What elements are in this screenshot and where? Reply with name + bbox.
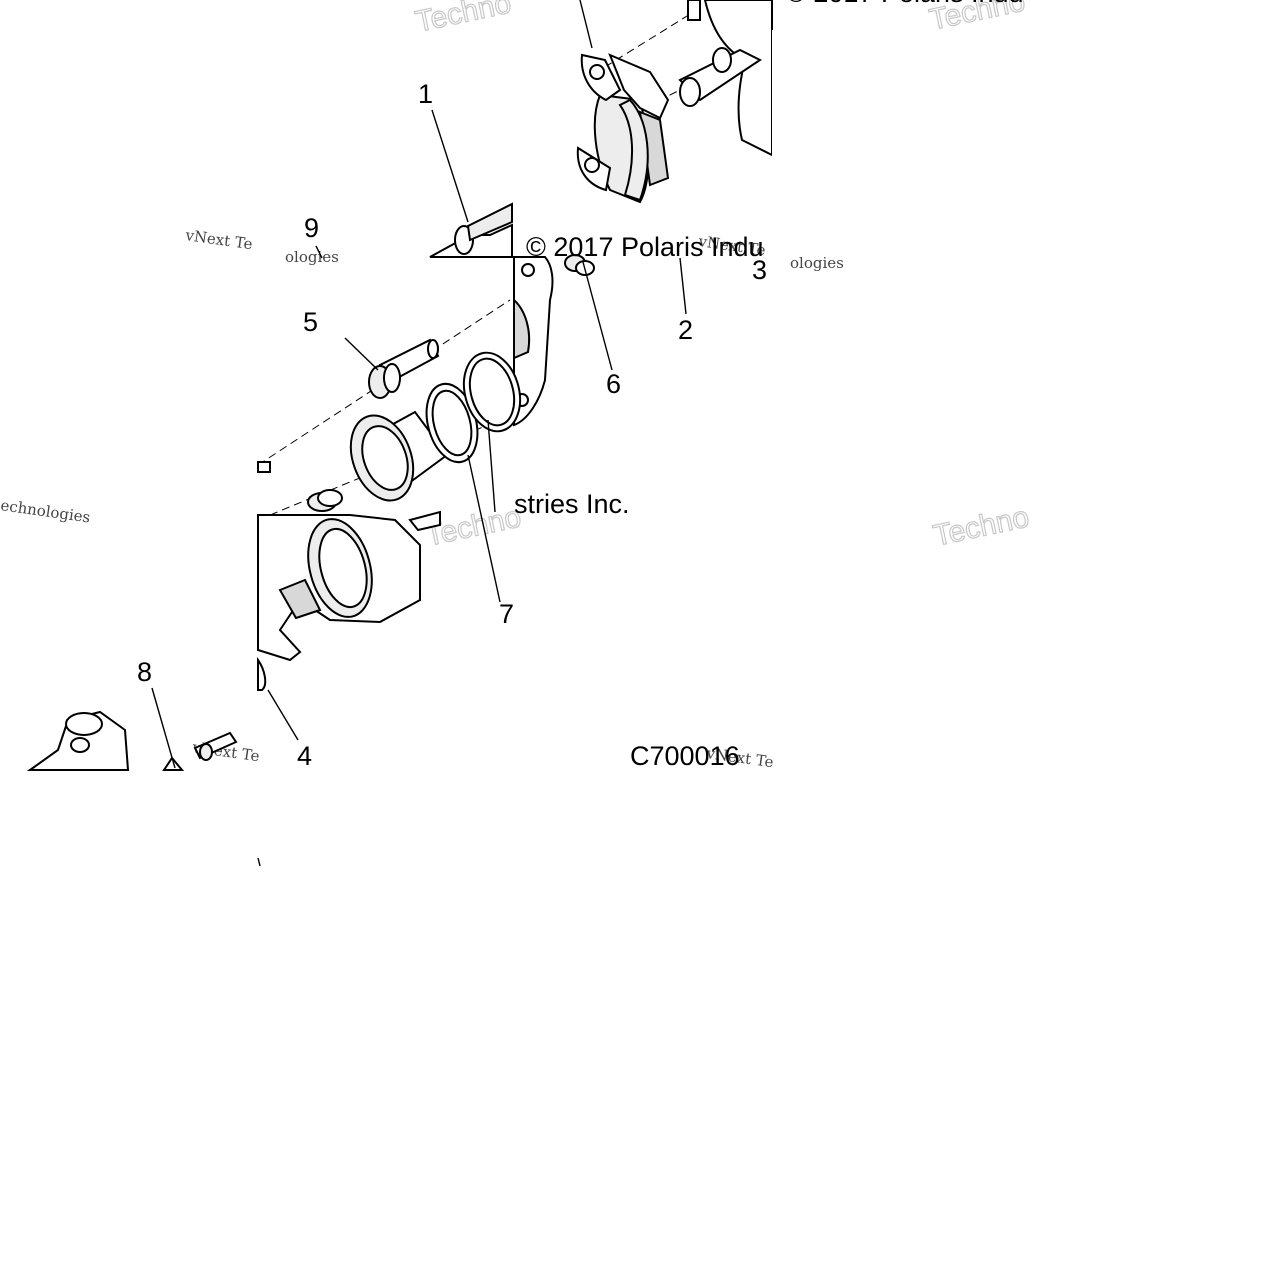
leader-lines [151,0,687,769]
callout-1: 1 [418,79,433,109]
seal-rings [425,351,522,464]
slide-pin [429,202,513,258]
tile-masks [258,30,1022,840]
bracket [678,0,773,157]
callout-4: 4 [297,741,312,771]
watermark-techno: Techno [423,500,524,552]
copyright-text: stries Inc. [514,489,630,519]
watermark-vnext: echnologies [0,496,92,526]
callout-2: 2 [678,315,693,345]
watermark-vnext: vNext Te [183,226,253,253]
drawing-art [26,0,773,867]
callout-3: 3 [752,255,767,285]
watermark-vnext: ologies [790,254,844,272]
brake-pads [576,53,670,204]
bleed-fitting [257,461,343,512]
bleed-screw-9 [193,731,238,761]
bolt-5 [368,338,440,399]
copyright-text: © 2017 Polaris Indu [786,0,1024,8]
caliper-body-8 [26,710,185,771]
watermark-vnext: ologies [285,248,339,266]
copyright-notes: © 2017 Polaris Indu © 2017 Polaris Indu … [514,0,1024,771]
caliper-housing [257,510,441,691]
piston [349,410,449,502]
callout-5: 5 [303,307,318,337]
watermark-techno: Techno [931,500,1032,552]
callout-numbers: 1 2 3 4 5 6 7 8 9 [137,79,767,771]
callout-6: 6 [606,369,621,399]
callout-8: 8 [137,657,152,687]
drawing-code: C700016 [630,741,740,771]
callout-7: 7 [499,599,514,629]
watermark-techno: Techno [413,0,514,39]
callout-9: 9 [304,213,319,243]
copyright-text: © 2017 Polaris Indu [526,232,764,262]
mounting-plate [513,256,554,427]
stray-tick [257,857,261,867]
